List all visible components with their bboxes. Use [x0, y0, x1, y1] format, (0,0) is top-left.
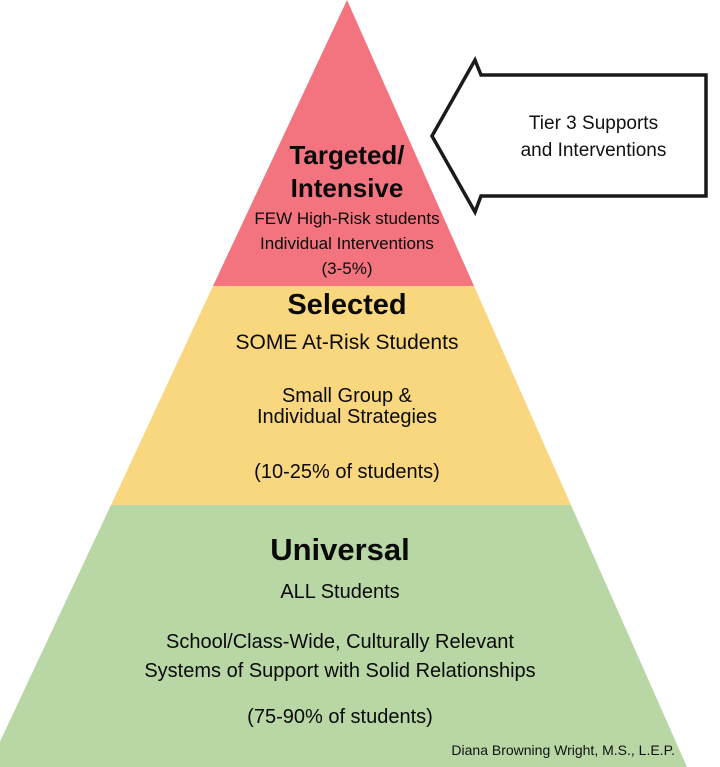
tier-selected-subtitle: SOME At-Risk Students — [235, 331, 459, 354]
tier-targeted-title: Targeted/ Intensive — [289, 140, 405, 203]
tier-shape-targeted-intensive — [213, 0, 474, 286]
tier-shape-universal — [0, 505, 687, 767]
tier-selected-strategies: Small Group & Individual Strategies — [256, 385, 438, 428]
tier-shape-selected — [111, 286, 571, 505]
tier-targeted-details: FEW High-Risk students Individual Interv… — [254, 209, 440, 278]
tier-selected-percent: (10-25% of students) — [254, 461, 440, 483]
tier-universal-subtitle: ALL Students — [280, 581, 400, 603]
tier-universal-percent: (75-90% of students) — [247, 706, 433, 728]
tier-universal-description: School/Class-Wide, Culturally Relevant S… — [144, 631, 536, 682]
tier3-arrow-label: Tier 3 Supports and Interventions — [520, 113, 667, 161]
attribution-text: Diana Browning Wright, M.S., L.E.P. — [451, 742, 675, 758]
tier3-left-arrow-icon — [429, 55, 708, 217]
tier-selected-title: Selected — [287, 289, 407, 321]
tier-universal-title: Universal — [270, 532, 410, 567]
